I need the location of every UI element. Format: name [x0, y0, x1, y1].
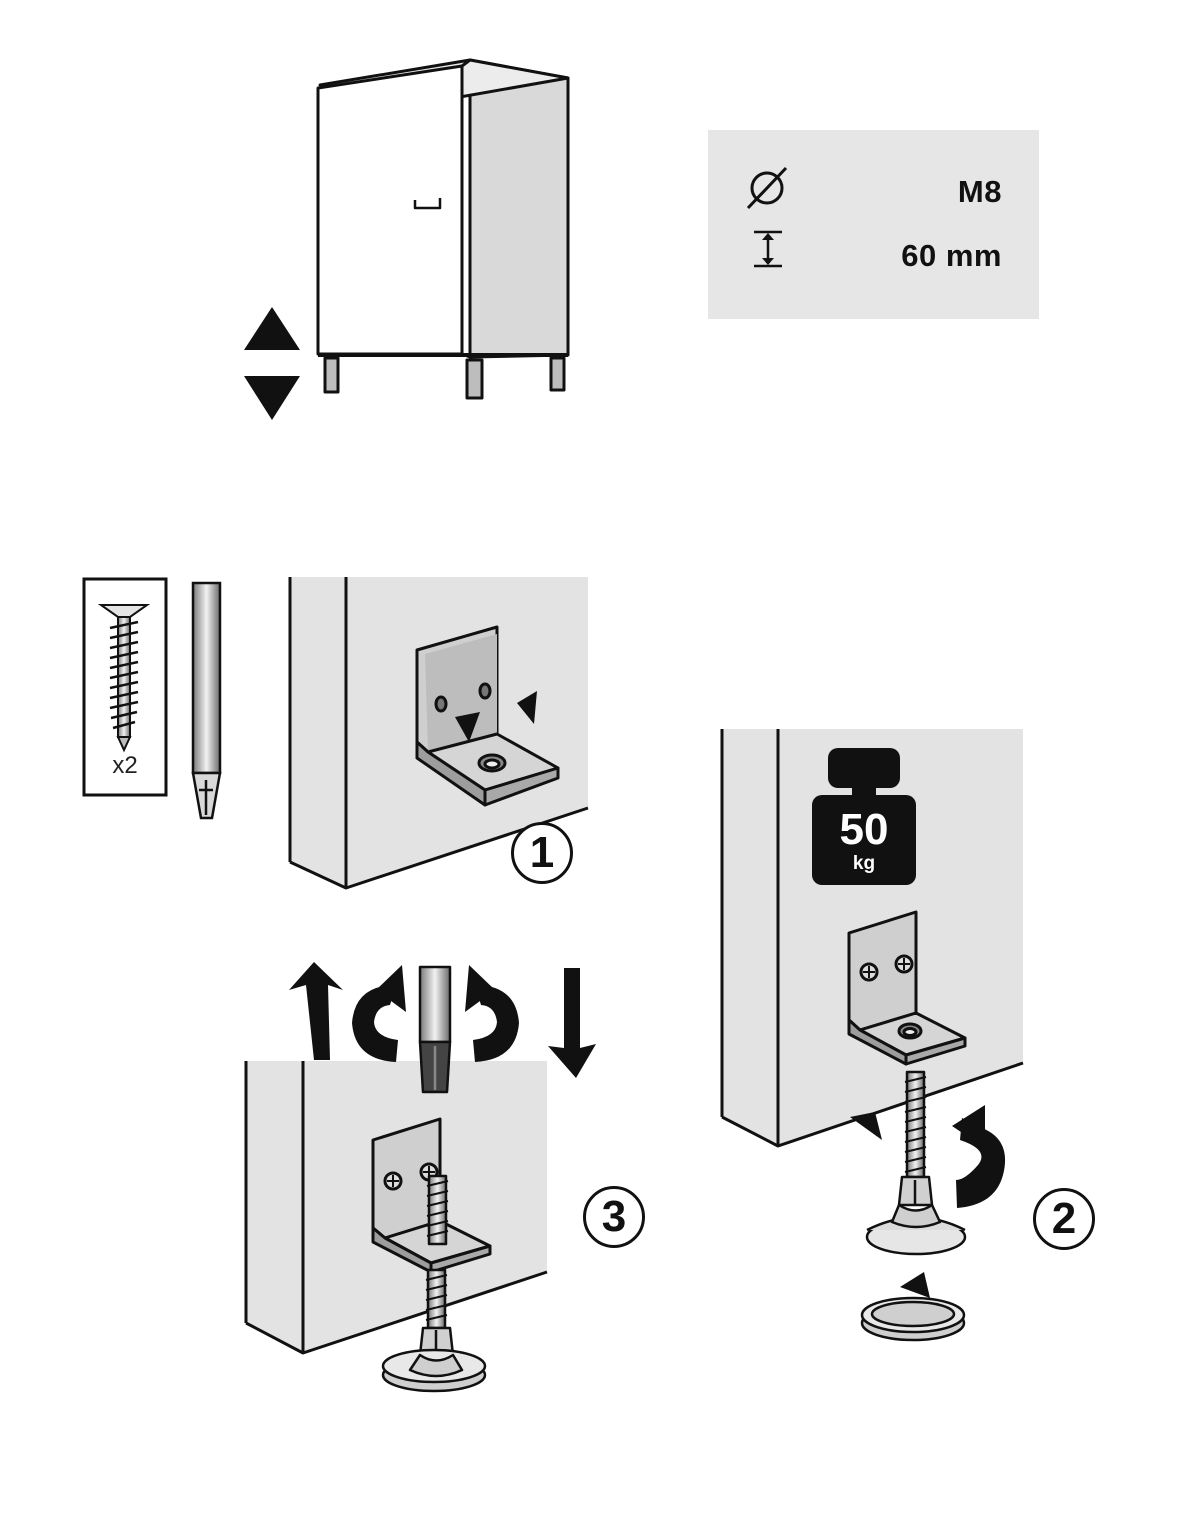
floor-pad [860, 1296, 966, 1342]
step-1-illustration [288, 577, 589, 890]
raise-arrow-icon [289, 962, 343, 1060]
step-number-3: 3 [583, 1186, 645, 1248]
weight-icon [812, 748, 916, 885]
step-3-illustration [244, 962, 596, 1393]
spec-panel: M8 60 mm [708, 130, 1039, 319]
diameter-icon [746, 166, 788, 210]
countersunk-screw-icon [97, 604, 151, 753]
weight-value: 50 [839, 805, 889, 854]
rotate-right-arrow-icon [465, 965, 519, 1062]
step-number-2: 2 [1033, 1188, 1095, 1250]
phillips-screwdriver-icon [191, 581, 222, 820]
step-number-1: 1 [511, 822, 573, 884]
spec-length-value: 60 mm [901, 238, 1002, 273]
leveling-foot [865, 1070, 967, 1256]
angle-bracket [415, 625, 560, 807]
step-2-illustration [720, 729, 1024, 1342]
lower-arrow-icon [548, 968, 596, 1078]
rotate-left-arrow-icon [352, 965, 406, 1062]
spec-row-length: 60 mm [708, 230, 1039, 280]
adjust-height-arrows-icon [244, 307, 300, 420]
flat-screwdriver-icon [418, 965, 452, 1094]
screw-count-label: x2 [112, 752, 138, 779]
weight-unit: kg [852, 853, 876, 874]
angle-bracket [847, 910, 967, 1066]
spec-row-diameter: M8 [708, 166, 1039, 216]
leveling-foot [381, 1174, 487, 1393]
spec-diameter-value: M8 [957, 174, 1002, 209]
screw-panel [82, 577, 168, 797]
rotate-arrow-icon [952, 1105, 1006, 1208]
height-arrow-icon [754, 230, 782, 268]
cabinet-illustration [316, 58, 570, 400]
